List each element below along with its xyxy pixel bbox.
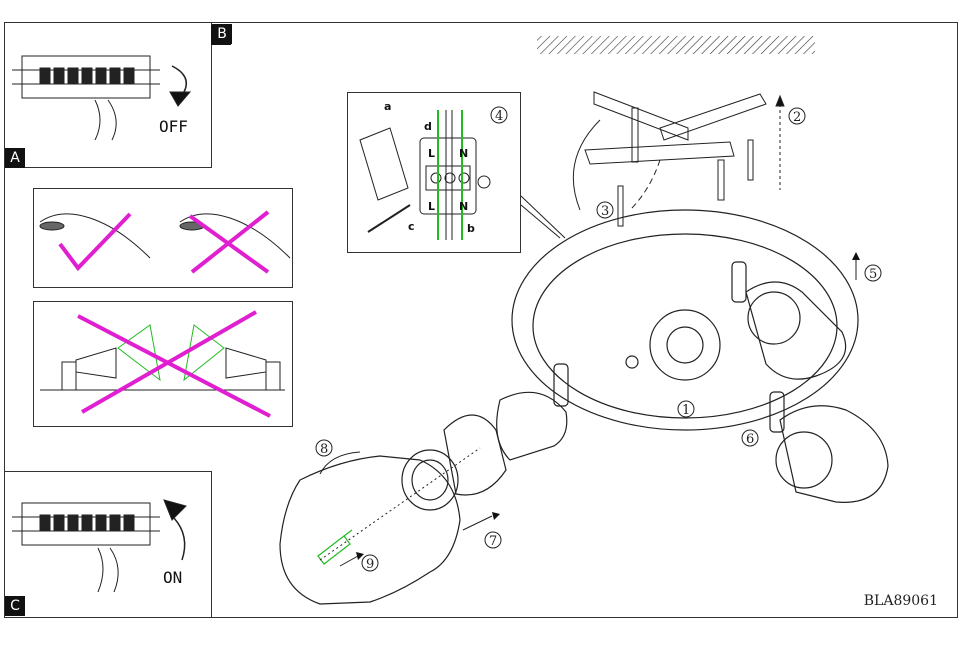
- wire-label-b: b: [467, 222, 475, 235]
- wire-label-d: d: [424, 120, 432, 133]
- terminal-block-icon: [359, 110, 491, 240]
- step-number-6: 6: [746, 432, 754, 447]
- assembly-axis-line: [319, 447, 481, 561]
- glove-handling-illustration: [39, 213, 291, 259]
- breaker-on-icon: [12, 499, 187, 593]
- step-number-4: 4: [495, 109, 503, 124]
- spot-angle-illustration: [40, 324, 285, 391]
- panel-bulb-handling: [33, 188, 293, 288]
- spot-head-right-bottom: [769, 391, 889, 503]
- panel-tag-a: A: [5, 148, 25, 168]
- panel-tag-c: C: [5, 596, 25, 616]
- step-markers: [315, 107, 882, 572]
- step-number-3: 3: [601, 204, 609, 219]
- spot-head-right-top: [731, 261, 847, 380]
- wire-label-a: a: [384, 100, 391, 113]
- terminal-n-bottom: N: [459, 200, 468, 213]
- on-label: ON: [163, 568, 183, 587]
- bulb-icon: [317, 529, 353, 565]
- model-code: BLA89061: [863, 593, 938, 609]
- ceiling-hatch: [537, 36, 815, 54]
- panel-tag-b-outer: B: [212, 24, 232, 44]
- wire-label-c: c: [408, 220, 415, 233]
- step-number-7: 7: [489, 534, 497, 549]
- step-number-5: 5: [869, 267, 877, 282]
- step-number-2: 2: [793, 110, 801, 125]
- step-number-8: 8: [320, 442, 328, 457]
- off-label: OFF: [159, 117, 188, 136]
- terminal-n-top: N: [459, 147, 468, 160]
- manual-frame: [4, 22, 958, 618]
- mounting-bracket: [572, 91, 785, 227]
- spot-head-left: [443, 363, 569, 496]
- breaker-off-icon: [12, 55, 192, 141]
- ceiling-canopy: [511, 209, 859, 431]
- terminal-l-top: L: [428, 147, 435, 160]
- step-number-1: 1: [682, 403, 690, 418]
- connector-callout-line: [520, 195, 566, 239]
- spot-cross-mark: [77, 310, 271, 418]
- terminal-l-bottom: L: [428, 200, 435, 213]
- lamp-shade: [279, 449, 461, 605]
- wrong-cross-mark: [188, 210, 270, 274]
- correct-check-mark: [58, 212, 132, 272]
- step-number-9: 9: [366, 557, 374, 572]
